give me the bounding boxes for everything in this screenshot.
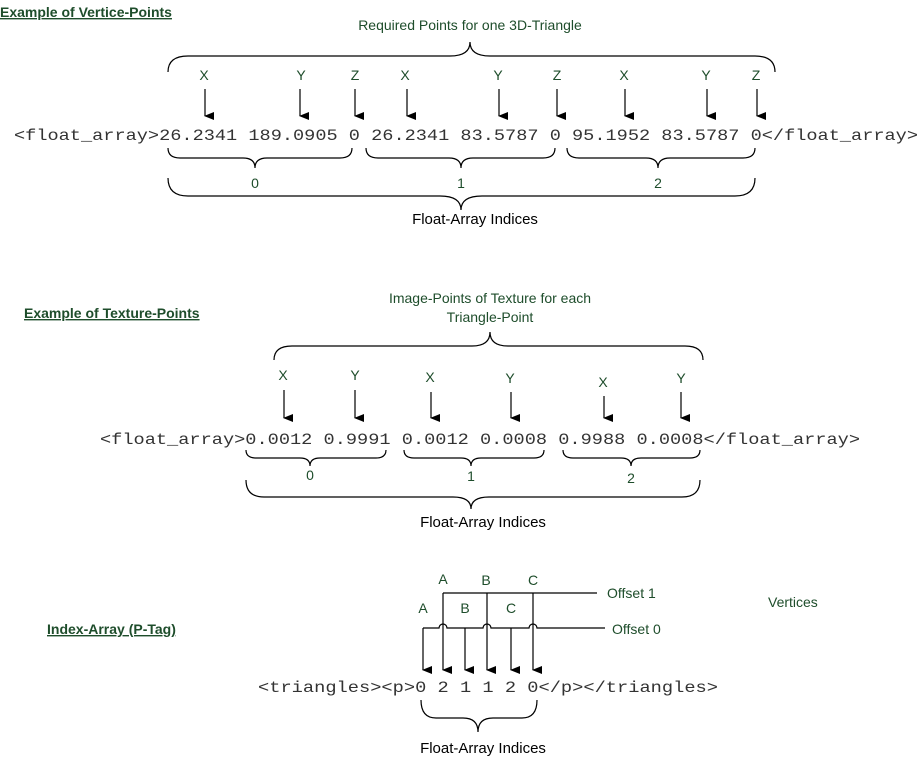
texture-index-label: 0 (306, 467, 314, 483)
texture-caption-line1: Image-Points of Texture for each (389, 290, 591, 306)
vertices-group-braces (167, 147, 756, 169)
texture-group-braces (245, 449, 701, 467)
axis-label-x: X (425, 369, 435, 385)
axis-label-x: X (278, 367, 288, 383)
vertices-footer-caption: Float-Array Indices (412, 211, 538, 228)
offset1-label: Offset 1 (607, 585, 656, 601)
axis-label-x: X (619, 67, 629, 83)
axis-label-z: Z (351, 67, 360, 83)
vertices-float-array-code: <float_array>26.2341 189.0905 0 26.2341 … (14, 127, 918, 145)
texture-index-label: 1 (467, 468, 475, 484)
axis-label-z: Z (553, 67, 562, 83)
vertices-bottom-brace (167, 177, 756, 211)
vertices-axis-labels: X Y Z X Y Z X Y Z (199, 67, 760, 83)
offset0-label-a: A (418, 600, 428, 616)
axis-label-y: Y (676, 370, 686, 386)
texture-float-array-code: <float_array>0.0012 0.9991 0.0012 0.0008… (100, 431, 860, 449)
heading-texture-points: Example of Texture-Points (24, 305, 200, 321)
texture-bottom-brace (245, 479, 701, 510)
index-footer-caption: Float-Array Indices (420, 740, 546, 757)
axis-label-y: Y (505, 370, 515, 386)
vertex-index-label: 0 (251, 175, 259, 191)
vertex-group-brace (365, 147, 556, 169)
texture-top-brace (273, 331, 704, 361)
axis-label-y: Y (493, 67, 503, 83)
vertices-caption: Required Points for one 3D-Triangle (358, 17, 582, 33)
axis-label-x: X (598, 374, 608, 390)
axis-label-y: Y (296, 67, 306, 83)
texture-caption-line2: Triangle-Point (447, 309, 534, 325)
texture-group-brace (403, 449, 545, 467)
vertex-group-brace (167, 147, 353, 169)
axis-label-z: Z (752, 67, 761, 83)
heading-index-array: Index-Array (P-Tag) (47, 621, 176, 637)
texture-index-label: 2 (627, 470, 635, 486)
axis-label-x: X (199, 67, 209, 83)
vertices-top-brace (167, 41, 776, 73)
texture-group-brace (245, 449, 387, 467)
offset0-label-c: C (506, 600, 516, 616)
heading-vertice-points: Example of Vertice-Points (0, 4, 172, 20)
offset0-label: Offset 0 (612, 621, 661, 637)
offset1-labels: A B C (438, 571, 538, 588)
vertices-arrows (204, 89, 766, 120)
texture-footer-caption: Float-Array Indices (420, 514, 546, 531)
vertex-index-label: 1 (457, 175, 465, 191)
offset0-label-b: B (460, 600, 469, 616)
texture-arrows (283, 390, 690, 422)
vertex-group-brace (566, 147, 756, 169)
index-bottom-brace (420, 699, 538, 733)
texture-group-brace (562, 449, 701, 467)
vertex-index-label: 2 (654, 175, 662, 191)
offset0-bus-line (423, 623, 605, 629)
offset1-label-b: B (481, 572, 490, 588)
vertices-label: Vertices (768, 594, 818, 610)
axis-label-x: X (400, 67, 410, 83)
texture-axis-labels: X Y X Y X Y (278, 367, 686, 390)
offset1-label-a: A (438, 571, 448, 587)
offset1-label-c: C (528, 572, 538, 588)
axis-label-y: Y (701, 67, 711, 83)
triangles-p-tag-code: <triangles><p>0 2 1 1 2 0</p></triangles… (258, 679, 718, 697)
axis-label-y: Y (350, 367, 360, 383)
offset0-labels: A B C (418, 600, 516, 616)
